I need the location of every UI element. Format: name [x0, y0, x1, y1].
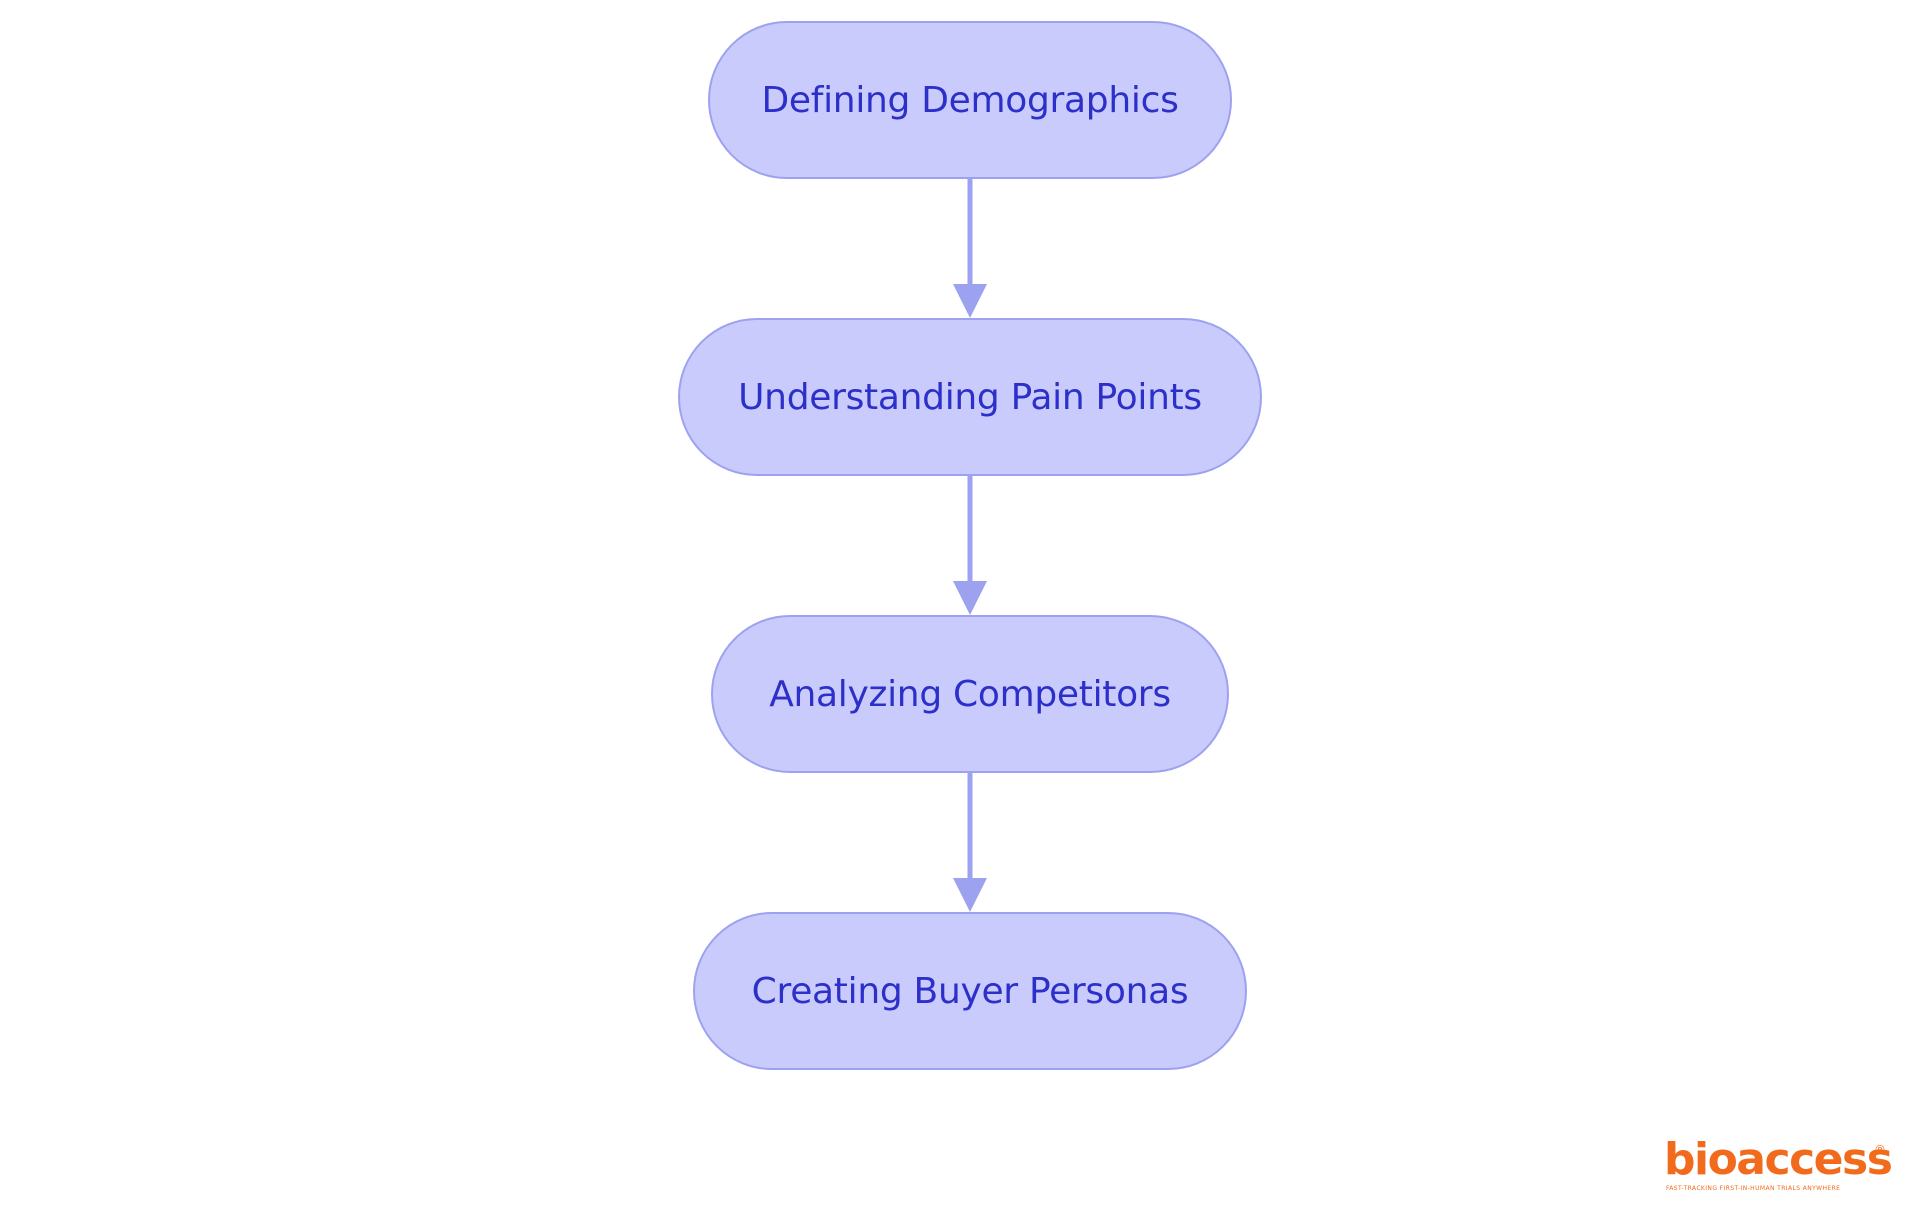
logo-wordmark: bioaccess: [1664, 1134, 1893, 1185]
node-label: Defining Demographics: [761, 79, 1179, 121]
node-creating-buyer-personas: Creating Buyer Personas: [693, 912, 1247, 1070]
registered-mark-icon: ®: [1874, 1143, 1886, 1157]
node-analyzing-competitors: Analyzing Competitors: [711, 615, 1229, 773]
node-label: Creating Buyer Personas: [751, 970, 1189, 1012]
edge-understanding-to-analyzing: [953, 476, 987, 615]
logo-tagline: FAST-TRACKING FIRST-IN-HUMAN TRIALS ANYW…: [1666, 1185, 1841, 1192]
arrowhead-icon: [953, 581, 987, 615]
arrowhead-icon: [953, 284, 987, 318]
node-defining-demographics: Defining Demographics: [708, 21, 1232, 179]
node-understanding-pain-points: Understanding Pain Points: [678, 318, 1262, 476]
arrowhead-icon: [953, 878, 987, 912]
edge-analyzing-to-creating: [953, 773, 987, 912]
node-label: Analyzing Competitors: [769, 673, 1171, 715]
edge-defining-to-understanding: [953, 179, 987, 318]
bioaccess-logo: bioaccess ® FAST-TRACKING FIRST-IN-HUMAN…: [1664, 1134, 1893, 1194]
node-label: Understanding Pain Points: [738, 376, 1202, 418]
